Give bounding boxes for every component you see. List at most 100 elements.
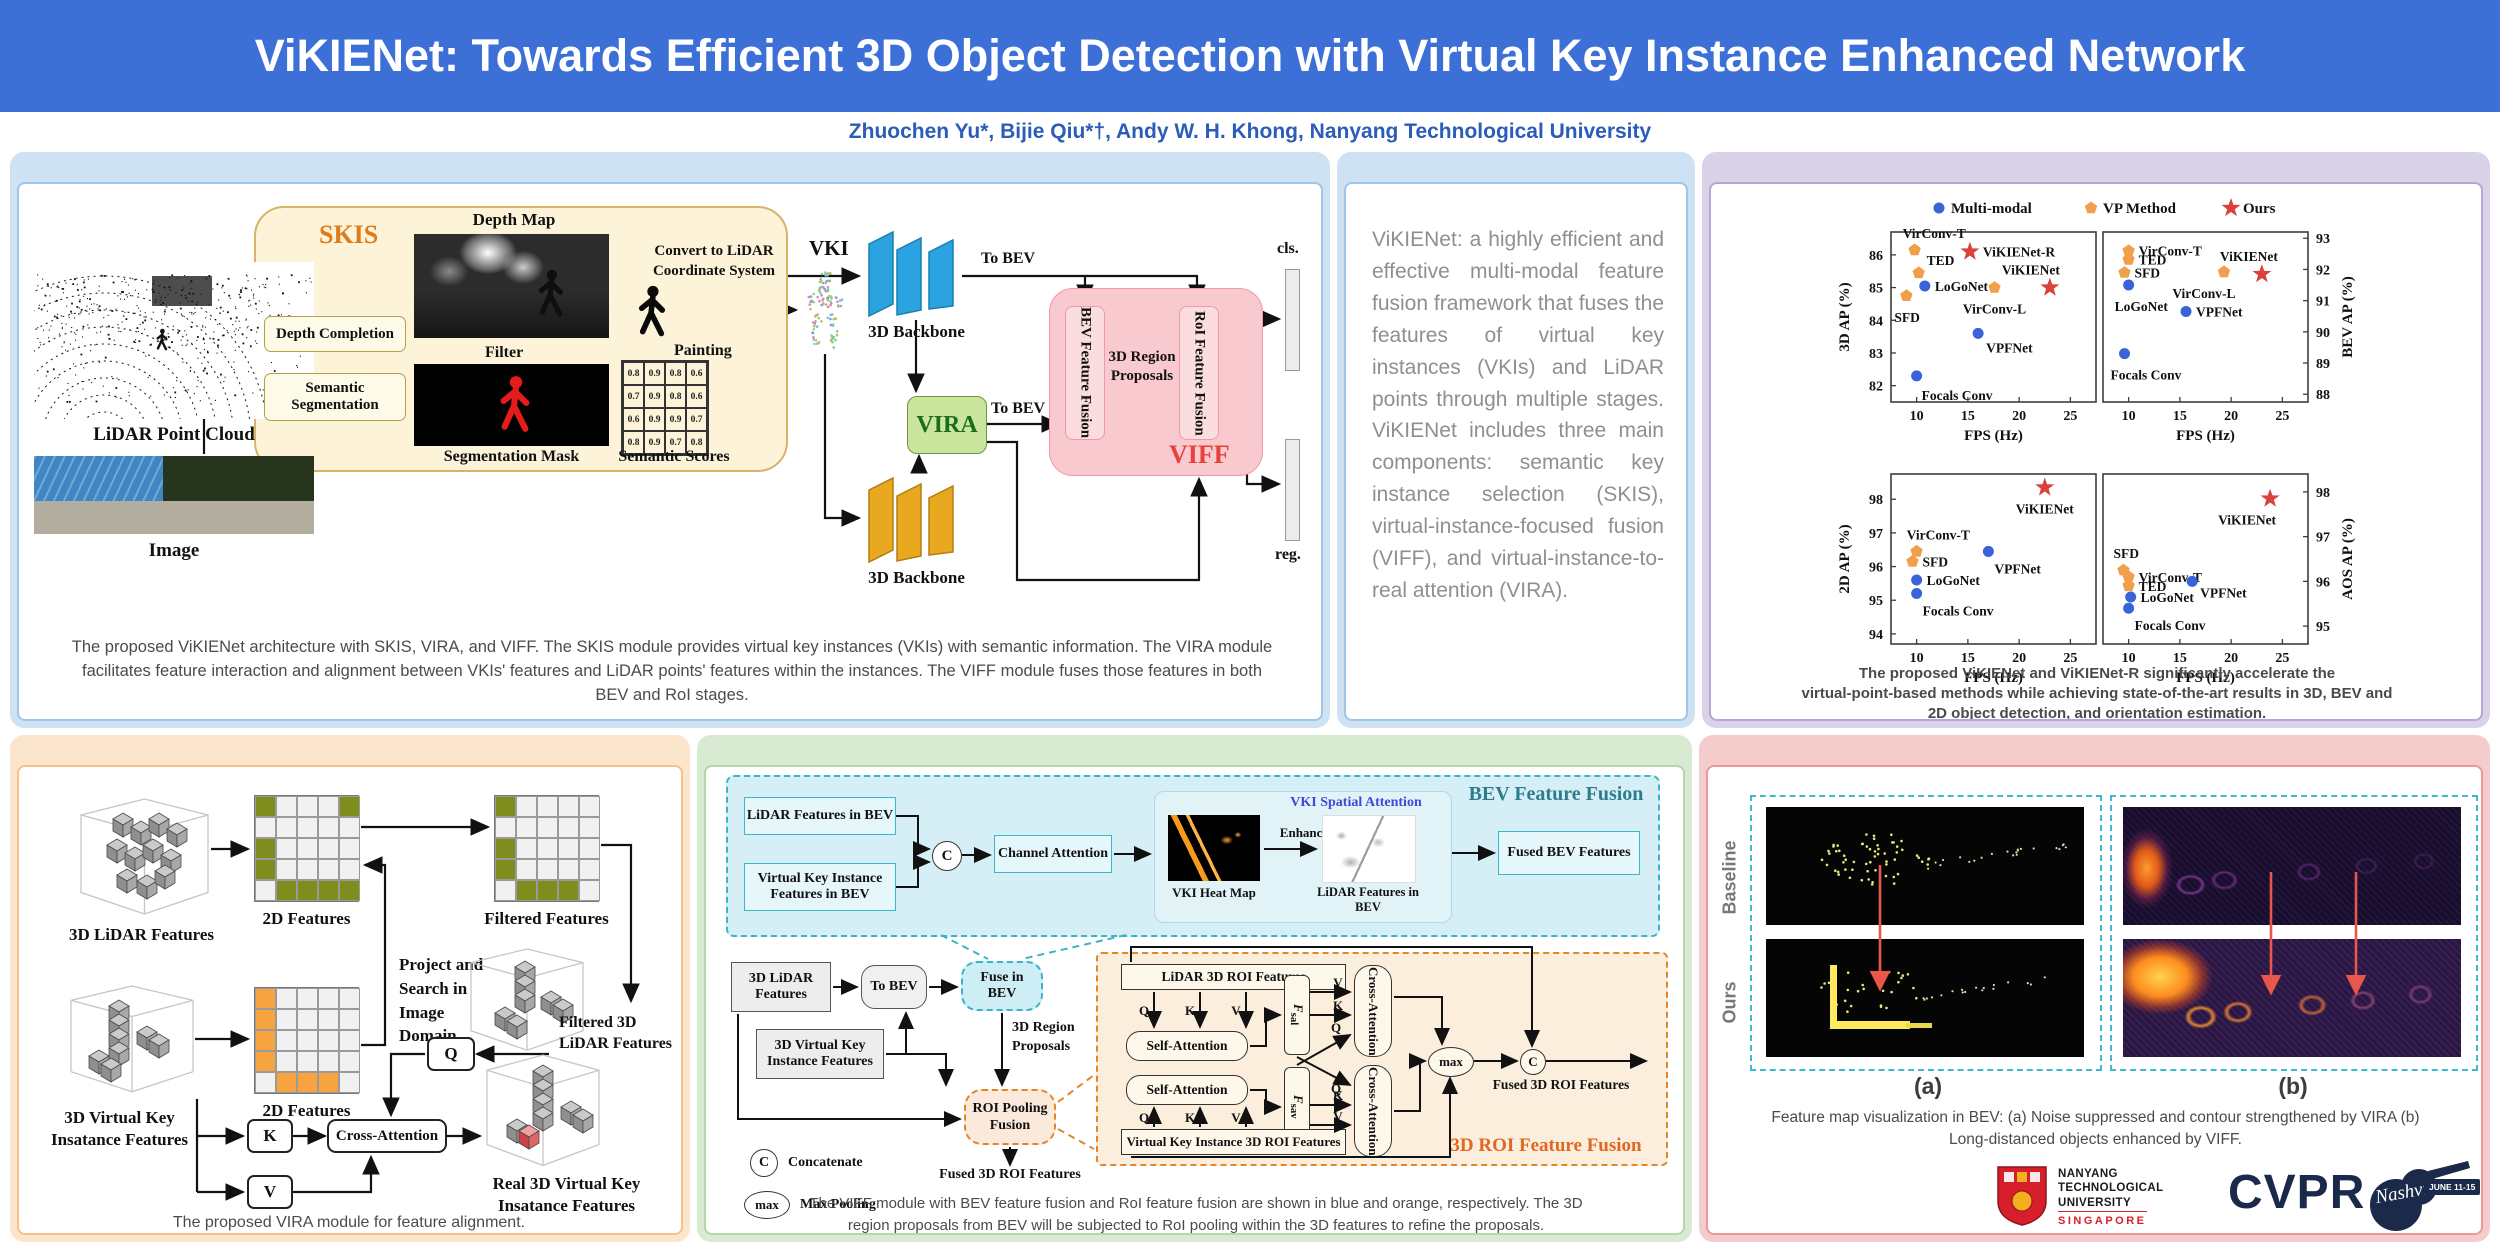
- svg-text:92: 92: [2316, 263, 2330, 278]
- svg-text:86: 86: [1869, 249, 1883, 264]
- fused-bev-box: Fused BEV Features: [1498, 831, 1640, 875]
- vki-heat-map-label: VKI Heat Map: [1172, 885, 1256, 900]
- backbone-top-icon: [868, 230, 954, 318]
- feature-grid-cell: [255, 817, 276, 838]
- svg-text:83: 83: [1869, 347, 1883, 362]
- feature-grid-cell: [339, 859, 360, 880]
- feature-grid-cell: [495, 838, 516, 859]
- feature-grid-cell: [516, 796, 537, 817]
- svg-text:91: 91: [2316, 295, 2330, 310]
- svg-text:10: 10: [1910, 409, 1924, 424]
- semantic-score-cell: 0.7: [623, 385, 644, 408]
- baseline-heatmap-image: [2123, 807, 2461, 925]
- feature-grid-cell: [516, 859, 537, 880]
- vki-3d-box: 3D Virtual Key Instance Features: [756, 1029, 884, 1079]
- svg-text:FPS (Hz): FPS (Hz): [2176, 428, 2235, 444]
- lidar-3d-box: 3D LiDAR Features: [731, 962, 831, 1012]
- filtered-features-label: Filtered Features: [484, 909, 609, 928]
- feature-grid-cell: [339, 880, 360, 901]
- svg-text:ViKIENet: ViKIENet: [2002, 263, 2060, 278]
- max-pooling-label: Max Pooling: [800, 1197, 876, 1212]
- svg-text:3D AP (%): 3D AP (%): [1837, 282, 1853, 351]
- svg-text:LoGoNet: LoGoNet: [1927, 573, 1981, 588]
- featmap-arrows: [1869, 865, 2367, 996]
- fuse-in-bev-node: Fuse in BEV: [961, 961, 1043, 1011]
- feature-grid-cell: [297, 880, 318, 901]
- svg-text:10: 10: [2122, 651, 2136, 666]
- svg-text:TED: TED: [2139, 579, 2167, 594]
- svg-text:10: 10: [1910, 651, 1924, 666]
- svg-text:VirConv-T: VirConv-T: [2139, 244, 2202, 259]
- vki-spatial-attention-title: VKI Spatial Attention: [1290, 795, 1422, 810]
- semantic-score-cell: 0.6: [686, 362, 707, 385]
- feature-grid-cell: [318, 796, 339, 817]
- abstract-panel: ViKIENet: a highly efficient and effecti…: [1337, 152, 1695, 728]
- feature-grid-cell: [579, 838, 600, 859]
- feature-grid-cell: [495, 880, 516, 901]
- semantic-score-cell: 0.7: [686, 408, 707, 431]
- feature-grid-cell: [255, 1051, 276, 1072]
- svg-text:VirConv-T: VirConv-T: [1903, 226, 1966, 241]
- svg-text:84: 84: [1869, 314, 1883, 329]
- svg-text:Multi-modal: Multi-modal: [1951, 201, 2032, 217]
- ntu-singapore-label: SINGAPORE: [2058, 1211, 2147, 1227]
- svg-text:ViKIENet-R: ViKIENet-R: [1983, 245, 2055, 260]
- cls-bar: [1285, 269, 1300, 371]
- svg-text:VirConv-L: VirConv-L: [1963, 302, 2026, 317]
- segmentation-mask-image: [414, 364, 609, 446]
- svg-text:15: 15: [1961, 409, 1975, 424]
- feature-grid-cell: [255, 1072, 276, 1093]
- filter-label: Filter: [485, 344, 524, 361]
- feature-grid-cell: [495, 796, 516, 817]
- convert-label: Convert to LiDAR Coordinate System: [652, 243, 776, 279]
- feature-grid-cell: [558, 796, 579, 817]
- svg-text:97: 97: [2316, 531, 2330, 546]
- vki-bev-box: Virtual Key Instance Features in BEV: [744, 863, 896, 911]
- vki-label: VKI: [809, 236, 849, 260]
- feature-grid-cell: [339, 1072, 360, 1093]
- skis-label: SKIS: [319, 220, 379, 249]
- feature-grid-cell: [558, 880, 579, 901]
- svg-text:VirConv-T: VirConv-T: [2139, 570, 2202, 585]
- svg-text:95: 95: [2316, 620, 2330, 635]
- segmentation-mask-label: Segmentation Mask: [443, 448, 580, 465]
- feature-grid-cell: [558, 838, 579, 859]
- vki-roi-box: Virtual Key Instance 3D ROI Features: [1121, 1129, 1346, 1155]
- concat-legend-circle: C: [750, 1149, 778, 1177]
- enhance-label: Enhance: [1279, 825, 1329, 840]
- svg-text:FPS (Hz): FPS (Hz): [2176, 670, 2235, 686]
- svg-text:LoGoNet: LoGoNet: [2115, 299, 2169, 314]
- svg-text:89: 89: [2316, 357, 2330, 372]
- svg-text:90: 90: [2316, 326, 2330, 341]
- feature-grid-cell: [276, 880, 297, 901]
- cross-attention-box-2: Cross-Attention: [1354, 1065, 1392, 1157]
- cross-attention-box-1: Cross-Attention: [1354, 965, 1392, 1057]
- svg-text:K: K: [1333, 1088, 1344, 1103]
- svg-text:25: 25: [2063, 651, 2077, 666]
- semantic-scores-label: Semantic Scores: [618, 448, 730, 465]
- abstract-text: ViKIENet: a highly efficient and effecti…: [1372, 228, 1664, 602]
- 2d-features-grid-bottom: [254, 987, 360, 1094]
- cvpr-wordmark: CVPR: [2228, 1166, 2366, 1219]
- vira-panel: 3D LiDAR Features 2D Features Filtered F…: [10, 735, 690, 1242]
- feature-grid-cell: [495, 817, 516, 838]
- vki-heat-map-image: [1168, 815, 1260, 881]
- semantic-score-cell: 0.9: [644, 362, 665, 385]
- cross-attention-box: Cross-Attention: [327, 1119, 447, 1153]
- feature-grid-cell: [276, 796, 297, 817]
- concat-circle-bev: C: [932, 841, 962, 871]
- featuremap-panel: Baseline Ours (a) (b): [1699, 735, 2490, 1242]
- feature-grid-cell: [339, 1030, 360, 1051]
- semantic-score-cell: 0.8: [623, 431, 644, 454]
- feature-grid-cell: [579, 859, 600, 880]
- feature-grid-cell: [276, 817, 297, 838]
- feature-grid-cell: [318, 988, 339, 1009]
- concatenate-label: Concatenate: [788, 1155, 863, 1170]
- svg-text:Q: Q: [1331, 1020, 1341, 1035]
- semantic-score-cell: 0.7: [665, 431, 686, 454]
